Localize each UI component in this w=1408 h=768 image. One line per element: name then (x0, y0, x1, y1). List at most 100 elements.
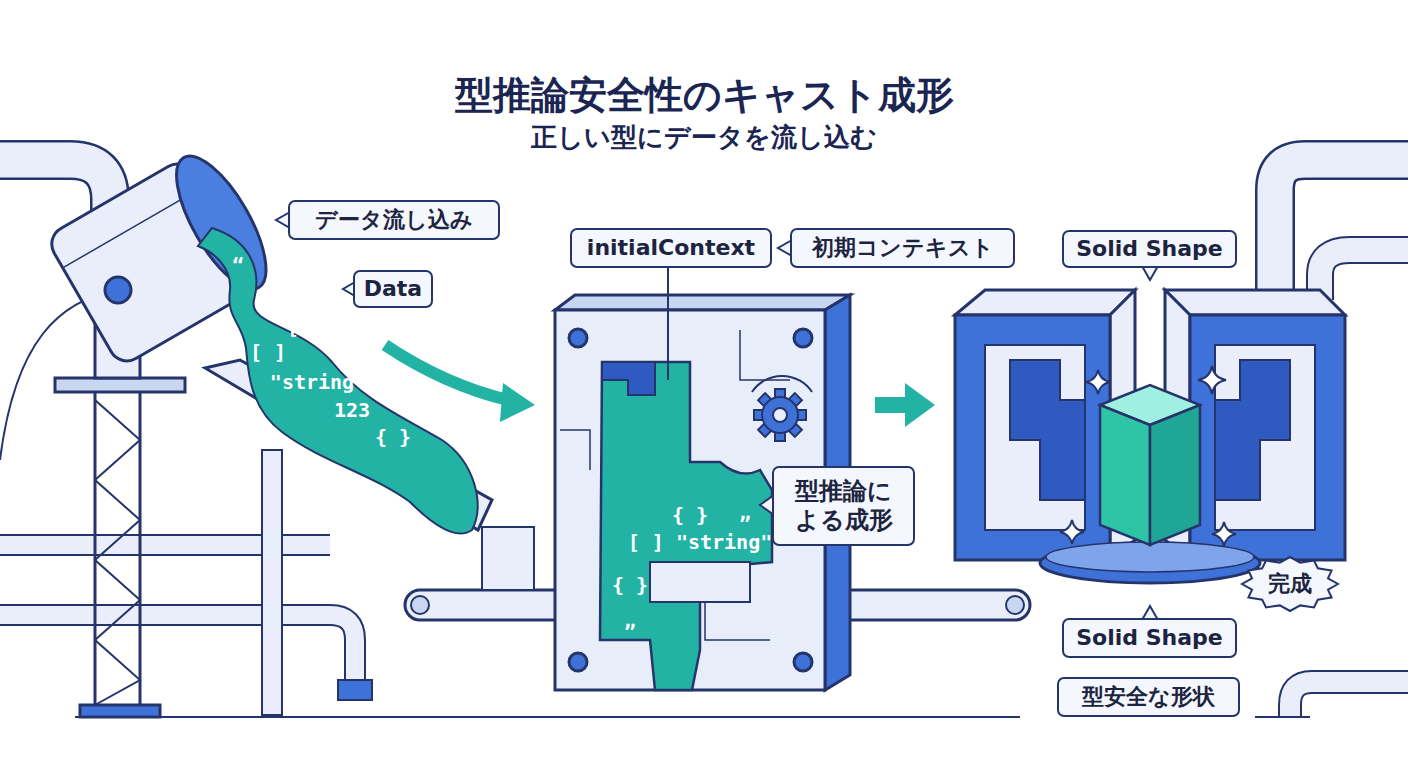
burst-callout: 完成 (1240, 555, 1340, 613)
code-token: { } (612, 573, 648, 597)
cavity-shadow (602, 362, 655, 395)
open-mold (955, 290, 1345, 560)
roller (411, 596, 429, 614)
arrow-head (905, 383, 935, 427)
platform-top (1046, 542, 1254, 572)
ladle-mouth (160, 144, 283, 302)
code-token: [ ] (287, 315, 323, 339)
burst-shape (1242, 557, 1338, 611)
callout-box: データ流し込み (288, 200, 500, 240)
code-token: { } (265, 285, 301, 309)
code-token: { } (375, 425, 411, 449)
gear-hub (773, 408, 787, 422)
pipe (1320, 250, 1408, 300)
callout-text: 完成 (1268, 571, 1312, 597)
ladle-pivot (105, 277, 131, 303)
callout-box: 型安全な形状 (1057, 677, 1240, 717)
mold-half-cavity (1215, 345, 1315, 530)
gear-tooth (758, 393, 802, 437)
stand-base (80, 705, 160, 717)
callout-text: initialContext (587, 235, 755, 261)
callout-box: 初期コンテキスト (790, 228, 1015, 268)
mold-half-front (1190, 315, 1345, 560)
bolt (569, 653, 587, 671)
pipe (0, 615, 355, 690)
code-token: [ ] (250, 340, 286, 364)
callout-text: 型推論に よる成形 (774, 477, 913, 535)
callout-text: 初期コンテキスト (812, 235, 994, 261)
sparkle (1198, 366, 1226, 394)
callout-text: データ流し込み (315, 207, 473, 233)
sparkle (1060, 520, 1084, 544)
platform (1040, 543, 1260, 583)
pipe (0, 160, 110, 215)
mold-half-cavity (985, 345, 1085, 530)
code-token: [ ] "string" (628, 530, 773, 554)
mold-cavity (600, 362, 772, 690)
bolt (569, 329, 587, 347)
cavity-step (1215, 360, 1290, 500)
roller (1006, 596, 1024, 614)
gear (754, 389, 806, 441)
leader-line (667, 268, 669, 380)
mold-half-top (955, 290, 1135, 315)
diagram-caption: 正しい型にデータを流し込む (0, 120, 1408, 155)
stand-platform (55, 378, 185, 392)
sparkle (1086, 370, 1110, 394)
callout-text: Solid Shape (1076, 236, 1222, 262)
solid-cube (1100, 385, 1200, 545)
mold-half-top (1165, 290, 1345, 315)
cube-left (1100, 405, 1150, 545)
callout-text: Solid Shape (1076, 625, 1222, 651)
pipe-fitting (338, 680, 372, 700)
callout-box: Solid Shape (1062, 230, 1237, 268)
pipe (1290, 682, 1408, 717)
cube-right (1150, 405, 1200, 545)
pipe (1275, 160, 1408, 300)
callout-tail (1142, 266, 1158, 280)
circuit-line (560, 430, 590, 470)
mold-top (555, 295, 850, 310)
code-token: “ (232, 253, 244, 277)
callout-tails (276, 212, 1158, 620)
flow-arrow (385, 345, 508, 400)
mold-half-front (955, 315, 1110, 560)
code-token: „ (624, 608, 636, 632)
code-token: 123 (334, 398, 370, 422)
bolt (794, 329, 812, 347)
callout-box: 型推論に よる成形 (772, 466, 915, 546)
pipe (1320, 250, 1408, 300)
code-token: „ (739, 500, 751, 524)
rotation-arrow (752, 376, 812, 392)
callout-text: 型安全な形状 (1082, 684, 1215, 710)
pipes (0, 160, 1408, 717)
callout-text: Data (364, 276, 422, 302)
pipe (0, 160, 110, 215)
code-token: { } (672, 503, 708, 527)
data-liquid (198, 228, 478, 534)
pipe (1275, 160, 1408, 300)
pipe (1290, 682, 1408, 717)
callout-box: Solid Shape (1062, 618, 1237, 658)
mold-insert (650, 562, 750, 602)
stand-lattice (95, 400, 140, 705)
code-token: "string" (270, 370, 366, 394)
circuit-line (740, 330, 790, 380)
flow-arrow (875, 397, 907, 413)
gear-tooth (758, 393, 802, 437)
bolt (794, 653, 812, 671)
callout-box: initialContext (570, 228, 772, 268)
cavity-step (1010, 360, 1085, 500)
stand-post (94, 392, 97, 710)
sparkle (1212, 522, 1236, 546)
arrow-head (500, 383, 535, 422)
pipe (0, 615, 355, 690)
circuit-line (705, 600, 770, 640)
diagram-title: 型推論安全性のキャスト成形 (0, 70, 1408, 121)
trough-support (262, 450, 282, 715)
gear-body (762, 397, 798, 433)
conveyor-box (482, 527, 534, 590)
code-token: „ (331, 326, 343, 350)
sparkles (1060, 366, 1236, 546)
